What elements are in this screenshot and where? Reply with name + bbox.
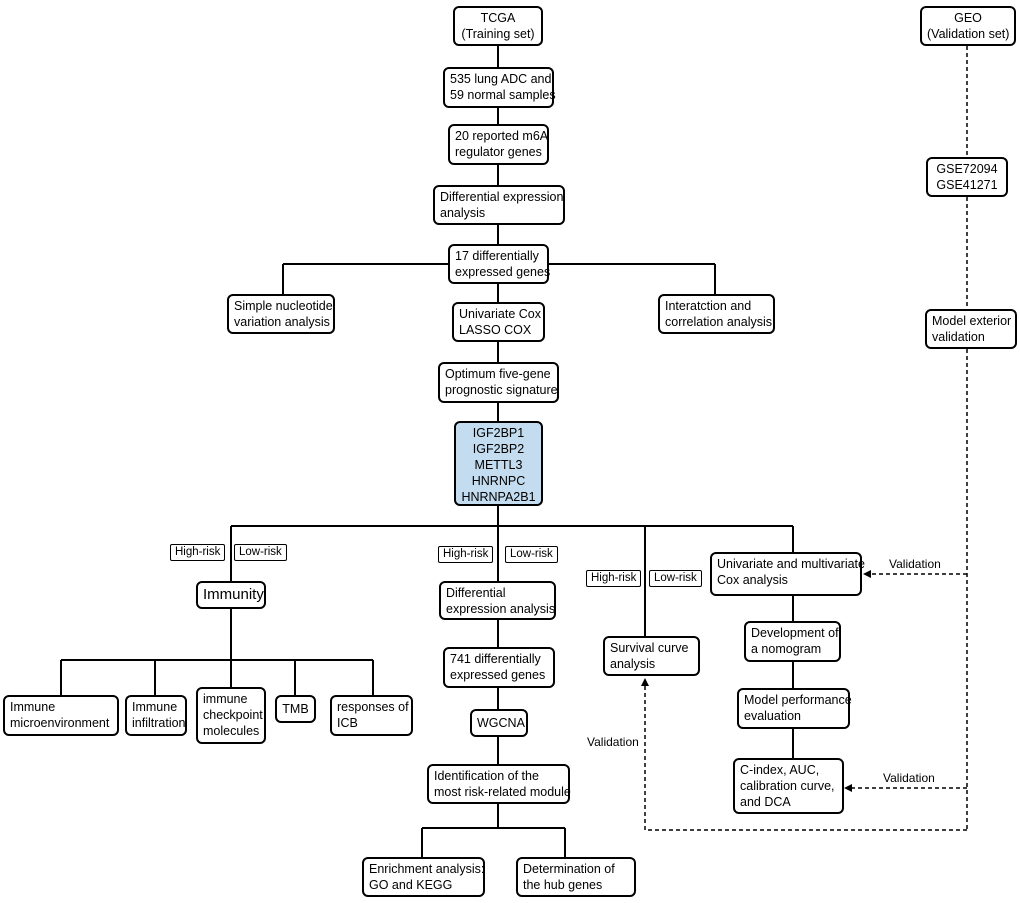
- node-immune-infiltration: Immune infiltration: [125, 695, 187, 736]
- node-geo: GEO (Validation set): [920, 6, 1016, 46]
- node-tcga: TCGA (Training set): [453, 6, 543, 46]
- node-enrichment: Enrichment analysis: GO and KEGG: [362, 857, 485, 897]
- node-nomogram: Development of a nomogram: [744, 621, 841, 662]
- node-cindex-auc: C-index, AUC, calibration curve, and DCA: [733, 758, 844, 814]
- node-snv: Simple nucleotide variation analysis: [227, 294, 335, 334]
- node-survival: Survival curve analysis: [603, 636, 700, 676]
- tag-low-risk-immunity: Low-risk: [234, 544, 287, 561]
- arrowhead-cindex: [844, 784, 852, 792]
- node-checkpoint-molecules: immune checkpoint molecules: [196, 687, 266, 744]
- tag-high-risk-survival: High-risk: [586, 570, 642, 587]
- node-signature: Optimum five-gene prognostic signature: [438, 362, 559, 403]
- node-immunity: Immunity: [196, 581, 266, 609]
- arrowhead-survival: [641, 678, 649, 686]
- node-m6a: 20 reported m6A regulator genes: [448, 124, 549, 165]
- tag-high-risk-immunity: High-risk: [170, 544, 226, 561]
- node-five-genes: IGF2BP1 IGF2BP2 METTL3 HNRNPC HNRNPA2B1: [454, 421, 543, 506]
- node-samples: 535 lung ADC and 59 normal samples: [443, 67, 556, 108]
- node-diff-expr: Differential expression analysis: [433, 185, 565, 225]
- node-deg741: 741 differentially expressed genes: [443, 647, 555, 688]
- tag-low-risk-diffexpr: Low-risk: [505, 546, 558, 563]
- node-hub-genes: Determination of the hub genes: [516, 857, 636, 897]
- node-immune-microenvironment: Immune microenvironment: [3, 695, 119, 736]
- tag-low-risk-survival: Low-risk: [649, 570, 702, 587]
- node-model-exterior-validation: Model exterior validation: [925, 309, 1017, 349]
- node-gse: GSE72094 GSE41271: [926, 157, 1008, 197]
- label-validation-cindex: Validation: [883, 771, 935, 785]
- node-diff-expr-2: Differential expression analysis: [439, 581, 556, 620]
- arrowhead-unimulti: [863, 570, 871, 578]
- node-risk-module: Identification of the most risk-related …: [427, 764, 571, 804]
- node-model-performance: Model performance evaluation: [737, 688, 852, 729]
- node-tmb: TMB: [275, 695, 316, 723]
- node-cox: Univariate Cox LASSO COX: [452, 302, 545, 342]
- tag-high-risk-diffexpr: High-risk: [438, 546, 494, 563]
- node-icb: responses of ICB: [330, 695, 413, 736]
- node-wgcna: WGCNA: [470, 709, 528, 737]
- node-interaction: Interatction and correlation analysis: [658, 294, 775, 334]
- node-univariate-multivariate: Univariate and multivariate Cox analysis: [710, 552, 865, 596]
- label-validation-unimulti: Validation: [889, 557, 941, 571]
- label-validation-survival: Validation: [587, 735, 639, 749]
- node-deg17: 17 differentially expressed genes: [448, 244, 550, 284]
